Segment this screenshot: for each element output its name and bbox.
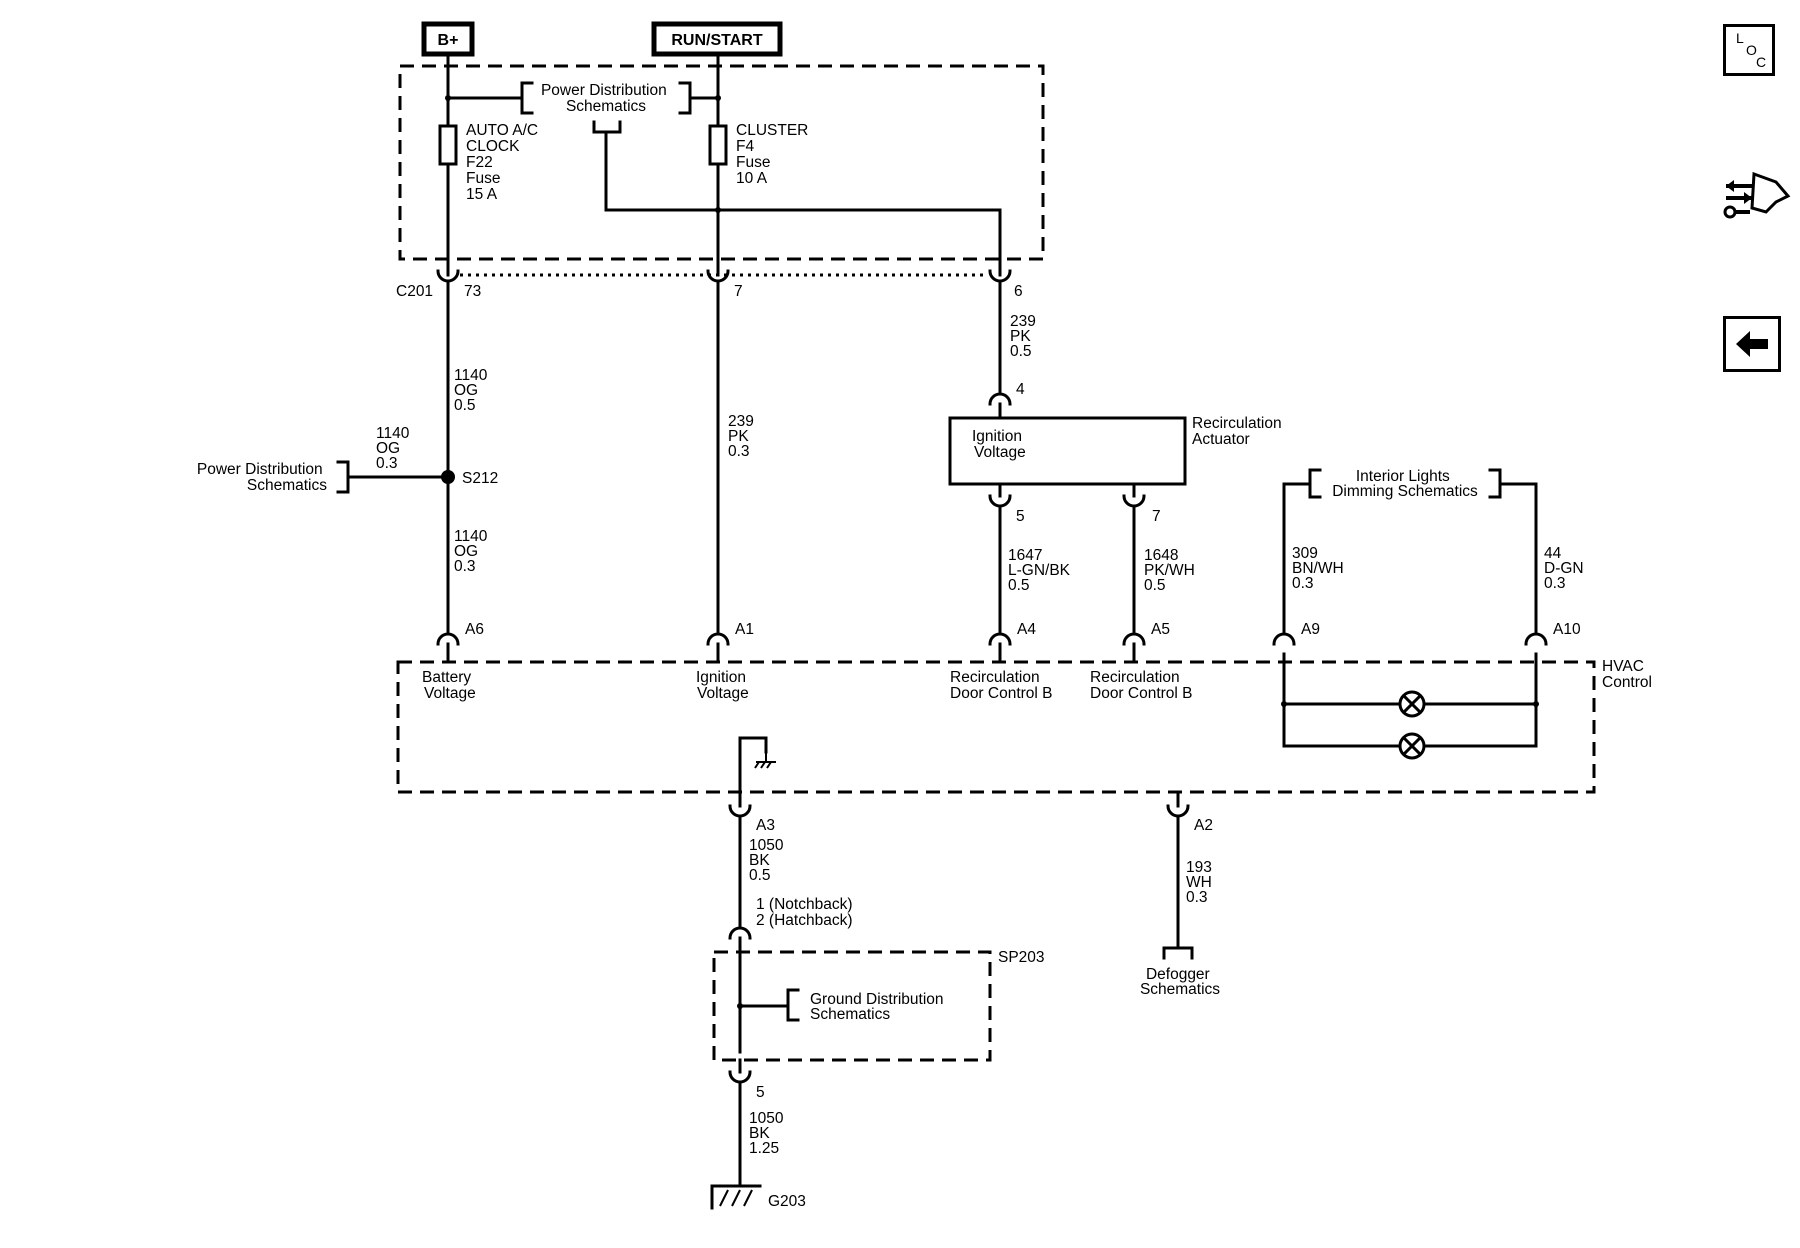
wiring-diagram: B+ RUN/START Power Distribution Schemati… [197, 21, 1652, 1210]
wire-1050-upper: 1050 BK 0.5 [749, 837, 788, 884]
lamp-2 [1398, 732, 1426, 760]
hvac-pin-a9: A9 [1301, 621, 1320, 638]
loc-icon: L O C [1736, 30, 1766, 70]
c201-pin-73-label: 73 [464, 283, 481, 300]
back-button[interactable] [1723, 316, 1781, 372]
fuse-f4-label: CLUSTER F4 Fuse 10 A [736, 122, 813, 187]
actuator-pin-4-label: 4 [1016, 381, 1025, 398]
wire-239-right: 239 PK 0.5 [1010, 313, 1040, 360]
actuator-pin-4 [988, 392, 1012, 406]
c201-pin-7-label: 7 [734, 283, 743, 300]
connector-arrows-icon [1723, 171, 1791, 219]
sp203-label: SP203 [998, 949, 1045, 966]
notchback-hatchback-pins: 1 (Notchback) 2 (Hatchback) [756, 896, 857, 929]
hvac-ignition-voltage: Ignition Voltage [696, 669, 750, 702]
power-distribution-left: Power Distribution Schematics [197, 461, 327, 494]
wire-1140-lower: 1140 OG 0.3 [454, 528, 492, 575]
actuator-pin-5-label: 5 [1016, 508, 1025, 525]
wire-309: 309 BN/WH 0.3 [1292, 545, 1348, 592]
left-arrow-icon [1736, 331, 1768, 357]
actuator-inside-label: Ignition Voltage [972, 428, 1026, 461]
c201-pin-6-label: 6 [1014, 283, 1023, 300]
hvac-recirc-door-b-2: Recirculation Door Control B [1090, 669, 1193, 702]
pin-5-lower: 5 [756, 1084, 765, 1101]
wire-1647: 1647 L-GN/BK 0.5 [1008, 547, 1074, 594]
location-button[interactable]: L O C [1723, 24, 1775, 76]
wire-193: 193 WH 0.3 [1186, 859, 1216, 906]
sp203-top-pin [728, 926, 752, 940]
hvac-pin-a5: A5 [1151, 621, 1170, 638]
hvac-battery-voltage: Battery Voltage [422, 669, 476, 702]
hvac-pin-a10: A10 [1553, 621, 1581, 638]
interior-lights-dimming: Interior Lights Dimming Schematics [1332, 468, 1478, 500]
hvac-pin-a1: A1 [735, 621, 754, 638]
fuse-f22-label: AUTO A/C CLOCK F22 Fuse 15 A [466, 122, 542, 203]
c201-pin-7 [706, 269, 730, 283]
fuse-block-boundary [398, 64, 1045, 261]
cross-reference-button[interactable] [1722, 168, 1792, 228]
wire-1140-upper: 1140 OG 0.5 [454, 367, 492, 414]
chassis-ground-icon [754, 752, 776, 769]
ground-g203-label: G203 [768, 1193, 806, 1210]
ground-g203-icon [710, 1184, 762, 1210]
recirculation-actuator [948, 416, 1187, 486]
wire-239-mid: 239 PK 0.3 [728, 413, 758, 460]
hvac-control-boundary [396, 660, 1596, 794]
hvac-pin-a6: A6 [465, 621, 484, 638]
fuse-f22 [438, 124, 458, 166]
hvac-recirc-door-b-1: Recirculation Door Control B [950, 669, 1053, 702]
hvac-top-pins [436, 632, 1548, 646]
hvac-pin-a2: A2 [1194, 817, 1213, 834]
actuator-title: Recirculation Actuator [1192, 415, 1286, 448]
wire-1648: 1648 PK/WH 0.5 [1144, 547, 1199, 594]
fuse-block-pd-schematics: Power Distribution Schematics [541, 82, 671, 115]
b-plus-label: B+ [438, 32, 459, 49]
hvac-control-title: HVAC Control [1602, 658, 1652, 691]
fuse-f4 [708, 124, 728, 166]
defogger-schematics: Defogger Schematics [1140, 966, 1220, 998]
hvac-pin-a4: A4 [1017, 621, 1036, 638]
wire-44: 44 D-GN 0.3 [1544, 545, 1588, 592]
ground-distribution-schematics: Ground Distribution Schematics [810, 991, 948, 1023]
lamp-1 [1398, 690, 1426, 718]
run-start-label: RUN/START [671, 32, 762, 49]
c201-name: C201 [396, 283, 433, 300]
c201-pin-73 [436, 269, 460, 283]
svg-text:O: O [1746, 42, 1757, 58]
svg-text:C: C [1756, 54, 1766, 70]
hvac-pin-a3: A3 [756, 817, 775, 834]
sp203-boundary [712, 950, 992, 1062]
c201-pin-6 [988, 269, 1012, 283]
actuator-pin-7-label: 7 [1152, 508, 1161, 525]
wire-1050-lower: 1050 BK 1.25 [749, 1110, 788, 1157]
wire-1140-branch: 1140 OG 0.3 [376, 425, 414, 472]
svg-text:L: L [1736, 30, 1744, 46]
splice-s212-label: S212 [462, 470, 498, 487]
